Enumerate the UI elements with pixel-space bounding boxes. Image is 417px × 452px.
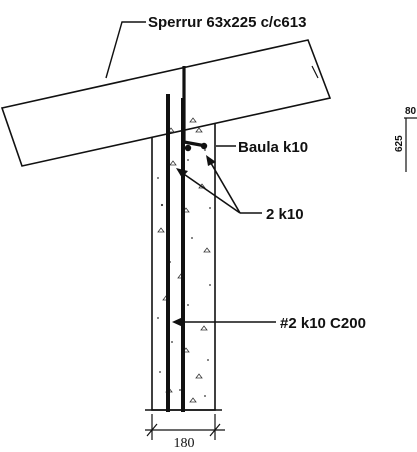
bent-rebar [182, 66, 207, 148]
label-two-bars: 2 k10 [266, 206, 304, 223]
label-rafter: Sperrur 63x225 c/c613 [148, 14, 306, 31]
width-dimension [145, 414, 225, 440]
edge-detail [404, 117, 417, 172]
horizontal-rebar-dots [184, 142, 208, 152]
leader-two-bars [177, 157, 262, 214]
leader-arrowheads [172, 155, 216, 327]
label-width: 180 [174, 436, 195, 451]
label-bent-bar: Baula k10 [238, 139, 308, 156]
label-edge-side: 625 [394, 135, 405, 152]
label-vertical-bars: #2 k10 C200 [280, 315, 366, 332]
label-edge-top: 80 [405, 106, 417, 117]
vertical-rebar [166, 94, 185, 412]
leader-rafter [105, 21, 146, 79]
